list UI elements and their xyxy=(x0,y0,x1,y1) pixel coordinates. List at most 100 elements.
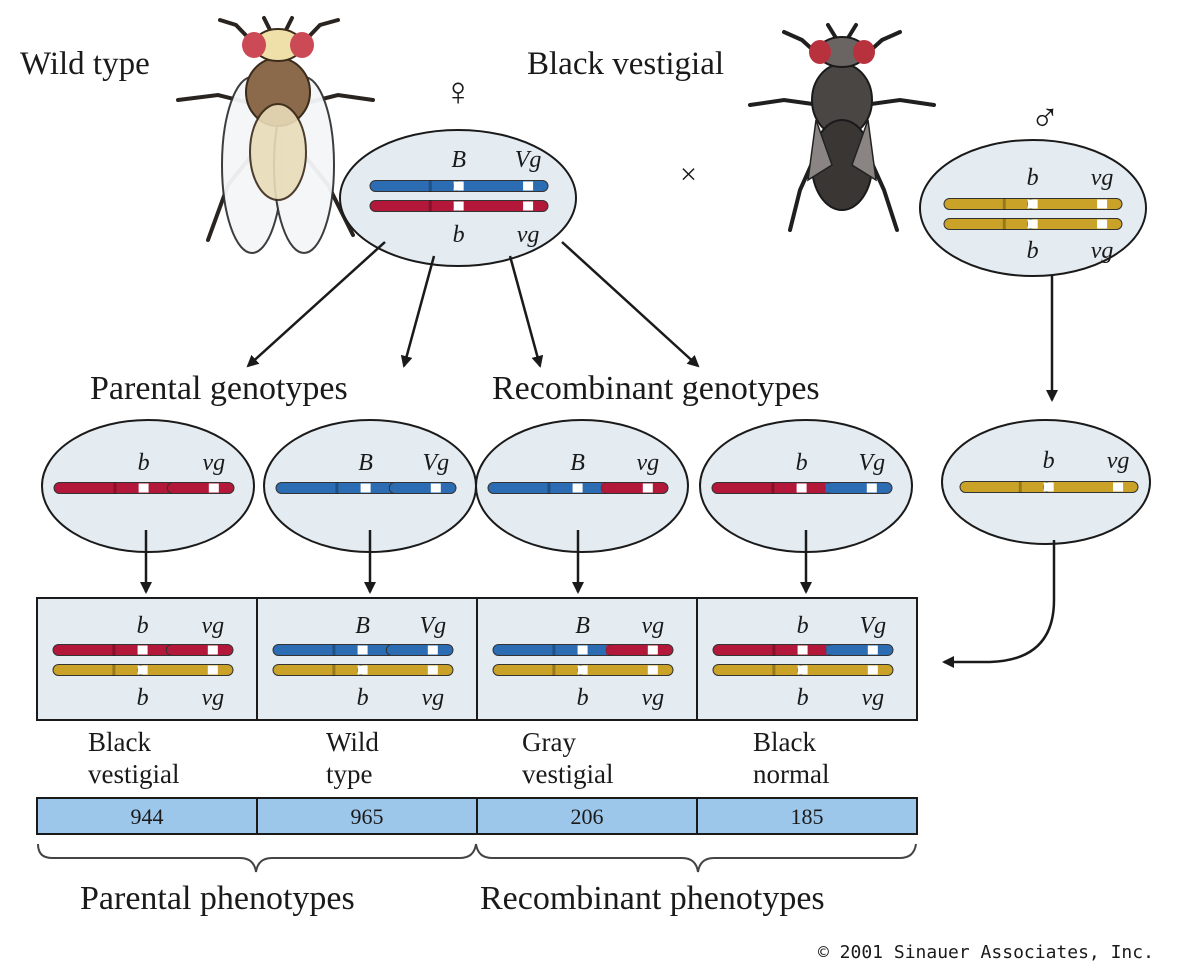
allele-label: b xyxy=(577,685,589,711)
chromosome-segment xyxy=(1027,198,1123,210)
locus-b-band xyxy=(453,181,464,191)
locus-vg-band xyxy=(866,483,877,493)
centromere xyxy=(332,644,336,656)
centromere xyxy=(547,482,551,494)
phenotype-label-1: Black vestigial xyxy=(88,727,180,789)
male-symbol: ♂ xyxy=(1030,95,1060,140)
chromosome-segment xyxy=(165,644,234,656)
allele-label: B xyxy=(575,613,590,639)
allele-label: b xyxy=(797,613,809,639)
allele-label: vg xyxy=(1091,238,1114,264)
offspring-cell-box xyxy=(36,597,258,721)
crossover-junction xyxy=(826,645,838,655)
locus-b-band xyxy=(577,645,588,655)
count-cell-4: 185 xyxy=(696,797,918,835)
locus-vg-band xyxy=(523,201,534,211)
locus-b-band xyxy=(797,665,808,675)
offspring-count: 965 xyxy=(351,804,384,829)
offspring-chromosome-maternal xyxy=(492,644,674,656)
recombinant-phenotypes-label: Recombinant phenotypes xyxy=(480,880,825,917)
locus-b-band xyxy=(577,665,588,675)
locus-b-band xyxy=(138,483,149,493)
offspring-count: 206 xyxy=(571,804,604,829)
locus-b-band xyxy=(796,483,807,493)
crossover-junction xyxy=(606,645,618,655)
locus-b-band xyxy=(357,645,368,655)
allele-label: b xyxy=(357,685,369,711)
allele-label: vg xyxy=(201,613,224,639)
locus-b-band xyxy=(453,201,464,211)
chromosome-segment xyxy=(453,180,549,192)
allele-label: b xyxy=(1027,238,1039,264)
allele-label: Vg xyxy=(422,450,449,476)
female-chromosome-top xyxy=(369,180,549,192)
locus-vg-band xyxy=(647,665,658,675)
count-cell-box xyxy=(36,797,258,835)
black-vestigial-fly-illustration xyxy=(748,23,936,232)
offspring-chromosome-paternal xyxy=(272,664,454,676)
allele-label: b xyxy=(1043,448,1055,474)
allele-label: B xyxy=(570,450,585,476)
chromosome-segment xyxy=(272,664,369,676)
centromere xyxy=(112,664,116,676)
locus-vg-band xyxy=(1097,199,1108,209)
chromosome-segment xyxy=(1027,218,1123,230)
copyright-notice: © 2001 Sinauer Associates, Inc. xyxy=(818,942,1154,963)
cross-symbol: × xyxy=(680,158,697,191)
allele-label: b xyxy=(797,685,809,711)
phenotype-label-3: Gray vestigial xyxy=(522,727,614,789)
allele-label: vg xyxy=(421,685,444,711)
allele-label: vg xyxy=(202,450,225,476)
female-chromosome-bottom xyxy=(369,200,549,212)
count-cell-2: 965 xyxy=(256,797,478,835)
chromosome-segment xyxy=(137,664,234,676)
gamete-chromosome xyxy=(53,482,235,494)
arrow-male-gamete-to-offspring xyxy=(942,540,1056,668)
locus-b-band xyxy=(1027,219,1038,229)
locus-vg-band xyxy=(427,645,438,655)
centromere xyxy=(552,644,556,656)
centromere xyxy=(332,664,336,676)
parental-genotypes-label: Parental genotypes xyxy=(90,370,348,407)
allele-label: B xyxy=(355,613,370,639)
offspring-chromosome-paternal xyxy=(712,664,894,676)
locus-vg-band xyxy=(207,645,218,655)
phenotype-label-4: Black normal xyxy=(753,727,830,789)
locus-vg-band xyxy=(647,645,658,655)
centromere xyxy=(428,200,432,212)
locus-b-band xyxy=(360,483,371,493)
chromosome-segment xyxy=(357,664,454,676)
allele-label: B xyxy=(358,450,373,476)
locus-b-band xyxy=(137,645,148,655)
gamete-chromosome xyxy=(711,482,893,494)
centromere xyxy=(1018,481,1022,493)
centromere xyxy=(1002,198,1006,210)
locus-vg-band xyxy=(207,665,218,675)
arrow-to-gamete-3 xyxy=(508,255,544,368)
centromere xyxy=(112,644,116,656)
allele-label: vg xyxy=(636,450,659,476)
chromosome-segment xyxy=(943,198,1039,210)
centromere xyxy=(428,180,432,192)
gamete-chromosome xyxy=(275,482,457,494)
allele-label: b xyxy=(796,450,808,476)
chromosome-segment xyxy=(166,482,235,494)
recombinant-genotypes-label: Recombinant genotypes xyxy=(492,370,820,407)
centromere xyxy=(1002,218,1006,230)
chromosome-segment xyxy=(52,664,149,676)
allele-label: vg xyxy=(641,685,664,711)
female-parent-cell xyxy=(339,129,577,267)
locus-b-band xyxy=(797,645,808,655)
male-gamete-chromosome xyxy=(959,481,1139,493)
chromosome-segment xyxy=(797,664,894,676)
allele-label: b xyxy=(453,222,465,248)
centromere xyxy=(772,664,776,676)
chromosome-segment xyxy=(385,644,454,656)
locus-vg-band xyxy=(867,665,878,675)
offspring-chromosome-maternal xyxy=(52,644,234,656)
